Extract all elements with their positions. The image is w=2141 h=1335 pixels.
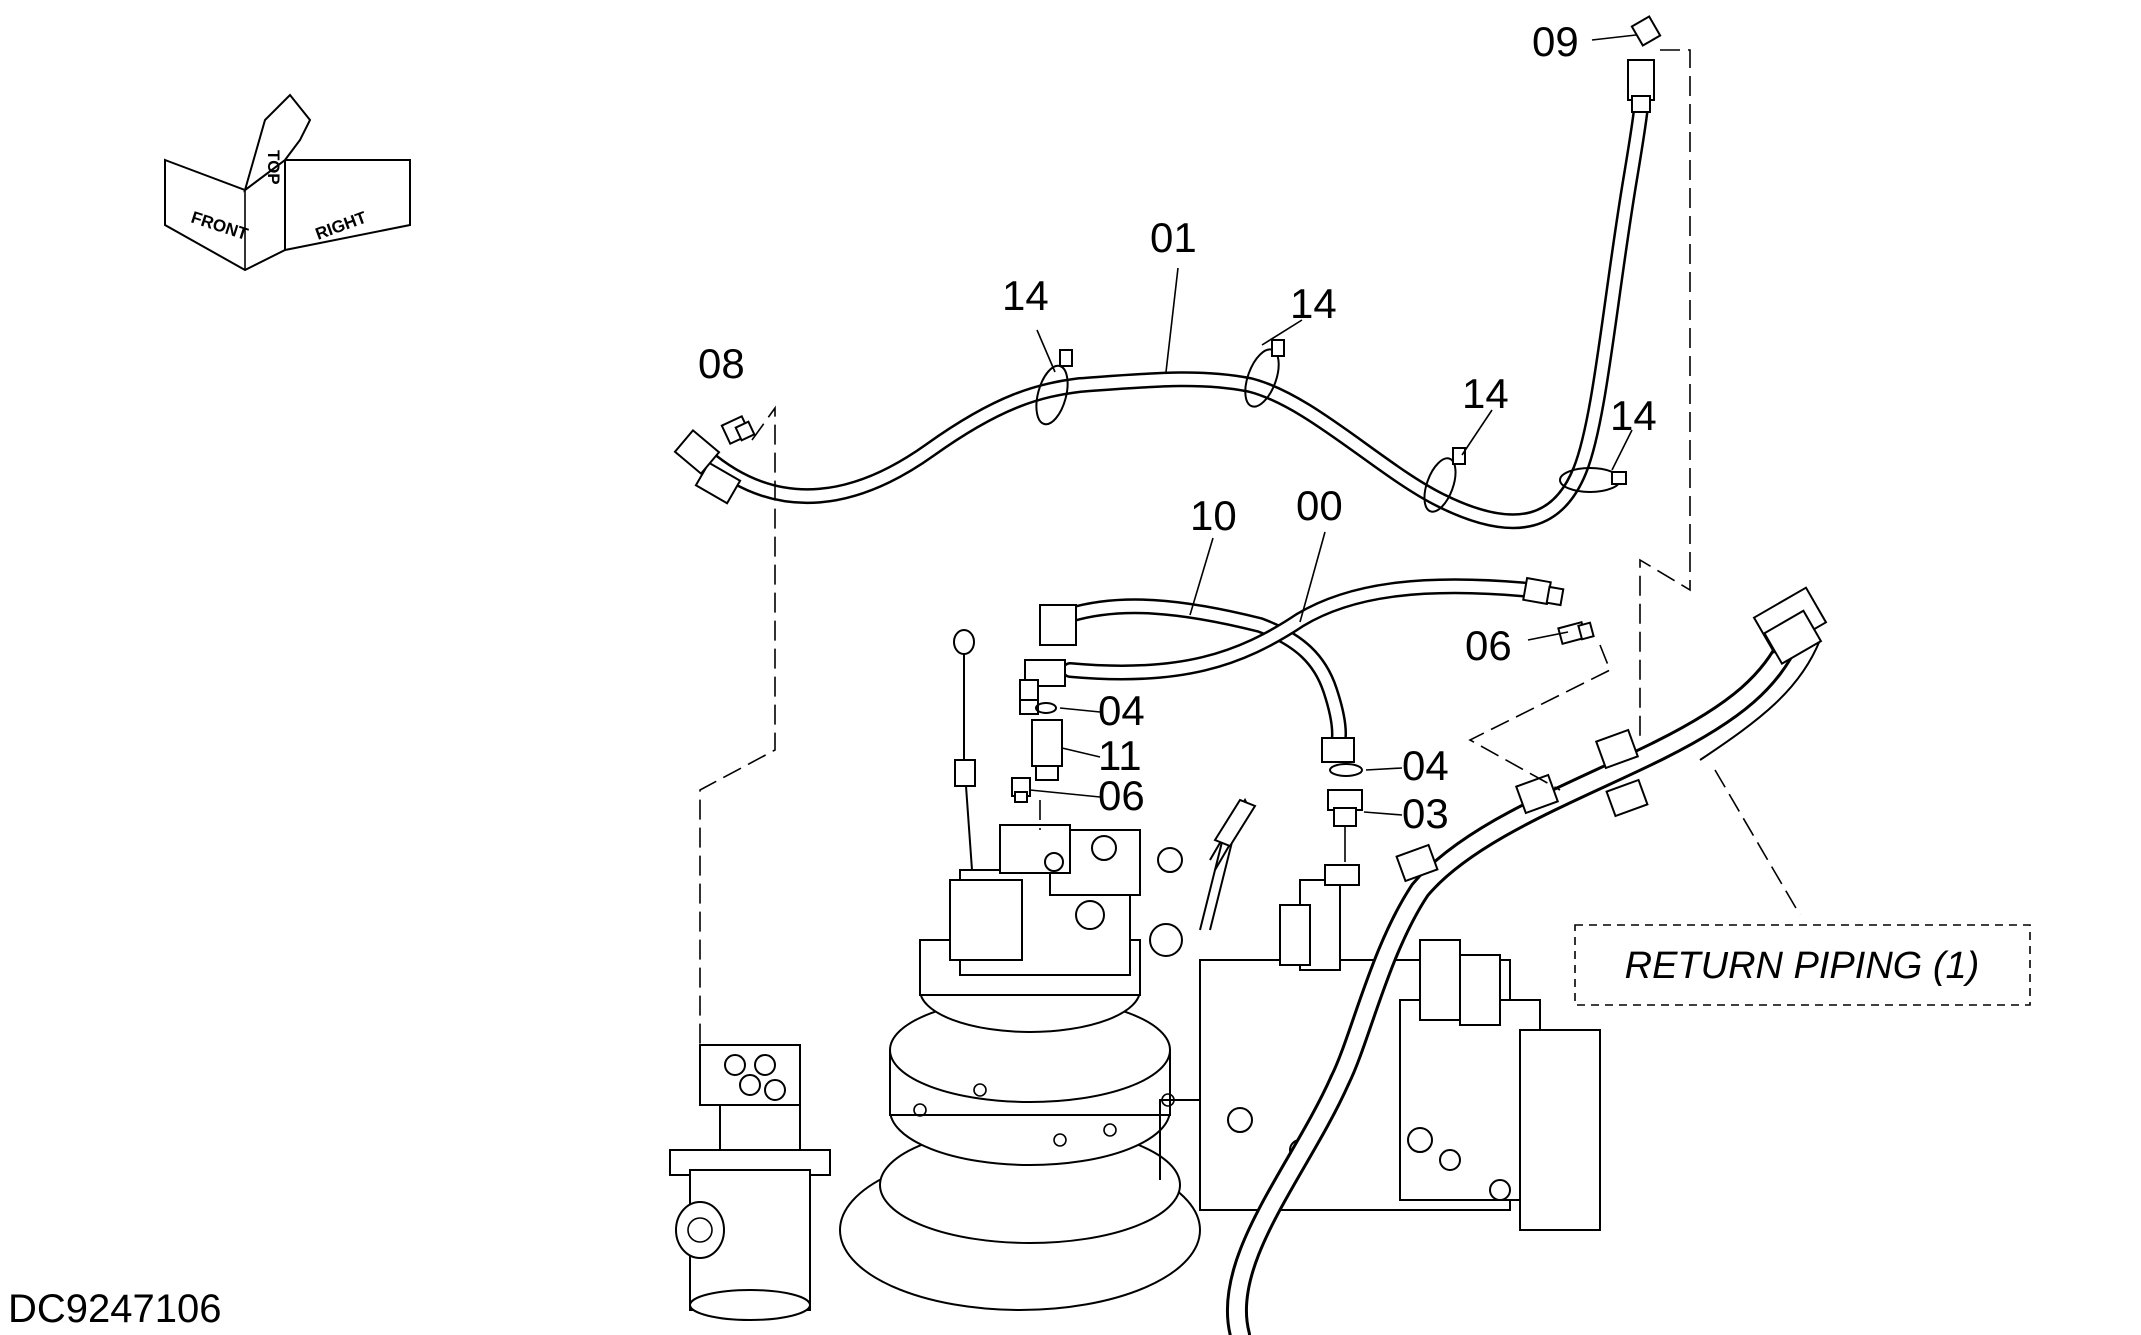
callout-14-d: 14 <box>1610 392 1657 439</box>
orientation-indicator: FRONT TOP RIGHT <box>164 93 411 272</box>
return-piping-label: RETURN PIPING (1) <box>1625 945 1980 987</box>
leader-lines <box>1029 34 1637 816</box>
callout-06-left: 06 <box>1098 772 1145 819</box>
alignment-lines <box>699 49 1801 1050</box>
hose-10 <box>1039 598 1355 763</box>
callout-03: 03 <box>1402 790 1449 837</box>
port-block-left <box>669 1044 831 1321</box>
callout-labels: 01 14 14 14 14 08 09 10 00 06 04 11 06 0… <box>698 18 1657 837</box>
callout-08: 08 <box>698 340 745 387</box>
hose-01-left-fitting <box>673 414 756 505</box>
callout-10: 10 <box>1190 492 1237 539</box>
callout-09: 09 <box>1532 18 1579 65</box>
hose-left-connectors <box>1019 679 1039 715</box>
return-piping-reference-box: RETURN PIPING (1) <box>1574 924 2031 1006</box>
callout-14-b: 14 <box>1290 280 1337 327</box>
callout-04-right: 04 <box>1402 742 1449 789</box>
callout-14-a: 14 <box>1002 272 1049 319</box>
callout-01: 01 <box>1150 214 1197 261</box>
callout-06-right: 06 <box>1465 622 1512 669</box>
fitting-06-right <box>1557 620 1595 646</box>
hose-01 <box>697 67 1650 530</box>
callout-00: 00 <box>1296 482 1343 529</box>
parts-stack-left <box>1011 702 1063 803</box>
parts-stack-right <box>1327 763 1363 862</box>
control-valve <box>1159 864 1601 1231</box>
callout-11: 11 <box>1098 732 1142 779</box>
hose-01-top-fitting <box>1627 15 1662 113</box>
callout-14-c: 14 <box>1462 370 1509 417</box>
hose-clamps <box>1035 339 1627 513</box>
orientation-top-label: TOP <box>264 150 283 185</box>
return-pipe <box>1225 586 1828 1335</box>
dipstick <box>953 629 976 871</box>
swing-motor-assembly <box>839 797 1257 1311</box>
callout-04-left: 04 <box>1098 687 1145 734</box>
drawing-code: DC9247106 <box>8 1287 222 1331</box>
